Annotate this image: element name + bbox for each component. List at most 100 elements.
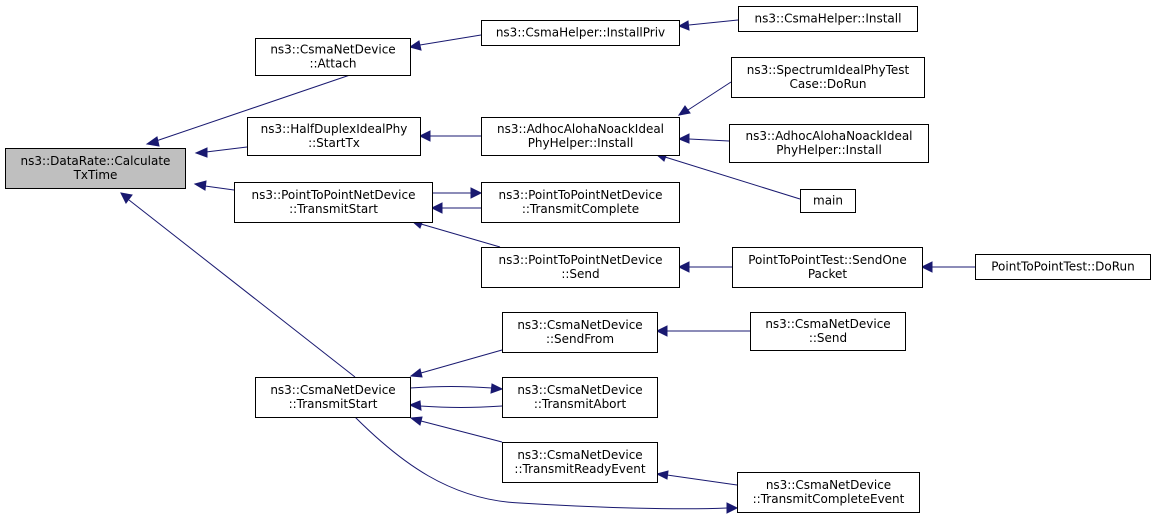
edge-line (687, 81, 732, 111)
edge-arrowhead (677, 105, 691, 116)
node-csma-transmitcompleteevent[interactable]: ns3::CsmaNetDevice::TransmitCompleteEven… (737, 472, 920, 513)
node-label: ns3::CsmaNetDevice (765, 317, 890, 331)
node-label: ns3::HalfDuplexIdealPhy (261, 122, 408, 136)
node-p2ptest-dorun[interactable]: PointToPointTest::DoRun (975, 254, 1151, 280)
node-label: ns3::CsmaNetDevice (270, 43, 395, 57)
node-p2p-send[interactable]: ns3::PointToPointNetDevice::Send (481, 247, 680, 288)
nodes-layer: ns3::DataRate::CalculateTxTimens3::CsmaN… (5, 6, 1151, 513)
node-label: ns3::CsmaNetDevice (517, 318, 642, 332)
node-label: ns3::CsmaNetDevice (270, 383, 395, 397)
node-box (738, 6, 918, 32)
edge-line (155, 74, 351, 142)
node-adhoc-install2[interactable]: ns3::AdhocAlohaNoackIdealPhyHelper::Inst… (729, 124, 929, 163)
edge-csma_send-to-csma_sendfrom (655, 325, 750, 337)
node-label: PointToPointTest::SendOne (748, 253, 907, 267)
edge-adhoc_install2-to-adhoc_install (677, 133, 730, 144)
edge-line (420, 223, 501, 248)
edge-csma_transmitstart-to-csma_transmitcompleteevent (354, 416, 739, 514)
edge-arrowhead (726, 502, 739, 514)
edge-arrowhead (920, 261, 933, 273)
edge-csma_sendfrom-to-csma_transmitstart (409, 349, 503, 378)
node-label: ns3::AdhocAlohaNoackIdeal (745, 129, 912, 143)
node-csma-transmitstart[interactable]: ns3::CsmaNetDevice::TransmitStart (255, 377, 411, 418)
edge-line (688, 19, 739, 26)
edge-line (420, 349, 503, 374)
edge-p2p_transmitstart-to-root (193, 180, 235, 191)
edge-line (354, 416, 728, 510)
edge-arrowhead (655, 470, 669, 480)
edge-spectrum_dorun-to-adhoc_install (677, 81, 732, 116)
edge-arrowhead (430, 202, 443, 214)
node-csma-sendfrom[interactable]: ns3::CsmaNetDevice::SendFrom (502, 312, 658, 353)
node-box (502, 442, 658, 483)
node-box (481, 247, 680, 288)
node-box (255, 38, 411, 76)
node-label: PointToPointTest::DoRun (991, 260, 1135, 274)
edge-line (420, 420, 503, 443)
node-csmahelper-installpriv[interactable]: ns3::CsmaHelper::InstallPriv (481, 20, 680, 46)
node-box (5, 148, 186, 189)
node-label: ::TransmitCompleteEvent (753, 492, 905, 506)
node-p2p-transmitstart[interactable]: ns3::PointToPointNetDevice::TransmitStar… (234, 182, 433, 223)
edge-arrowhead (677, 20, 690, 31)
edge-p2p_send-to-p2p_transmitstart (410, 219, 501, 248)
node-label: ::StartTx (308, 136, 360, 150)
node-label: ::Attach (309, 57, 356, 71)
node-p2p-transmitcomplete[interactable]: ns3::PointToPointNetDevice::TransmitComp… (481, 182, 680, 223)
edge-arrowhead (470, 187, 483, 199)
node-label: ::SendFrom (546, 332, 614, 346)
edge-arrowhead (194, 147, 208, 158)
edge-p2ptest_sendonepacket-to-p2p_send (677, 261, 732, 273)
node-label: ns3::CsmaNetDevice (766, 478, 891, 492)
edge-line (128, 199, 356, 378)
edge-halfduplex_starttx-to-root (194, 146, 248, 158)
node-label: ::TransmitStart (289, 397, 378, 411)
node-label: ::Send (561, 267, 599, 281)
node-label: ::TransmitReadyEvent (514, 462, 645, 476)
node-csmahelper-install[interactable]: ns3::CsmaHelper::Install (738, 6, 918, 32)
node-label: ns3::DataRate::Calculate (21, 154, 171, 168)
node-box (502, 377, 658, 418)
node-csma-send[interactable]: ns3::CsmaNetDevice::Send (750, 312, 906, 351)
edge-p2p_transmitstart-to-p2p_transmitcomplete (432, 187, 483, 199)
edge-csmahelper_install-to-csmahelper_installpriv (677, 19, 739, 31)
edge-line (419, 405, 503, 408)
node-label: ::TransmitStart (289, 202, 378, 216)
edge-p2ptest_dorun-to-p2ptest_sendonepacket (920, 261, 975, 273)
edge-line (666, 474, 738, 486)
node-label: PhyHelper::Install (776, 143, 882, 157)
node-halfduplex-starttx[interactable]: ns3::HalfDuplexIdealPhy::StartTx (247, 117, 421, 156)
edge-arrowhead (409, 368, 423, 378)
node-label: ns3::CsmaHelper::Install (755, 12, 902, 26)
node-label: ::TransmitAbort (534, 397, 627, 411)
edge-csma_attach-to-root (145, 74, 351, 147)
node-csma-transmitreadyevent[interactable]: ns3::CsmaNetDevice::TransmitReadyEvent (502, 442, 658, 483)
node-label: ns3::PointToPointNetDevice (252, 188, 416, 202)
node-main[interactable]: main (800, 189, 856, 213)
node-adhoc-install[interactable]: ns3::AdhocAlohaNoackIdealPhyHelper::Inst… (481, 117, 680, 156)
edge-line (664, 156, 801, 200)
edge-line (688, 138, 730, 142)
node-box (750, 312, 906, 351)
node-box (729, 124, 929, 163)
node-csma-transmitabort[interactable]: ns3::CsmaNetDevice::TransmitAbort (502, 377, 658, 418)
edge-csma_transmitabort-to-csma_transmitstart (408, 400, 503, 411)
edge-csma_transmitstart-to-csma_transmitabort (409, 383, 504, 394)
node-label: Case::DoRun (789, 77, 866, 91)
edge-arrowhead (677, 261, 690, 273)
node-box (481, 182, 680, 223)
edge-line (419, 34, 482, 46)
node-csma-attach[interactable]: ns3::CsmaNetDevice::Attach (255, 38, 411, 76)
edge-csma_transmitreadyevent-to-csma_transmitstart (409, 416, 503, 443)
node-box (731, 57, 925, 98)
node-label: ns3::AdhocAlohaNoackIdeal (497, 122, 664, 136)
edge-arrowhead (145, 136, 160, 147)
node-box (502, 312, 658, 353)
edge-csmahelper_installpriv-to-csma_attach (408, 34, 482, 51)
edge-csma_transmitcompleteevent-to-csma_transmitreadyevent (655, 470, 738, 486)
edge-csma_transmitstart-to-root (120, 192, 356, 378)
node-label: ns3::PointToPointNetDevice (499, 253, 663, 267)
edge-arrowhead (409, 416, 423, 426)
